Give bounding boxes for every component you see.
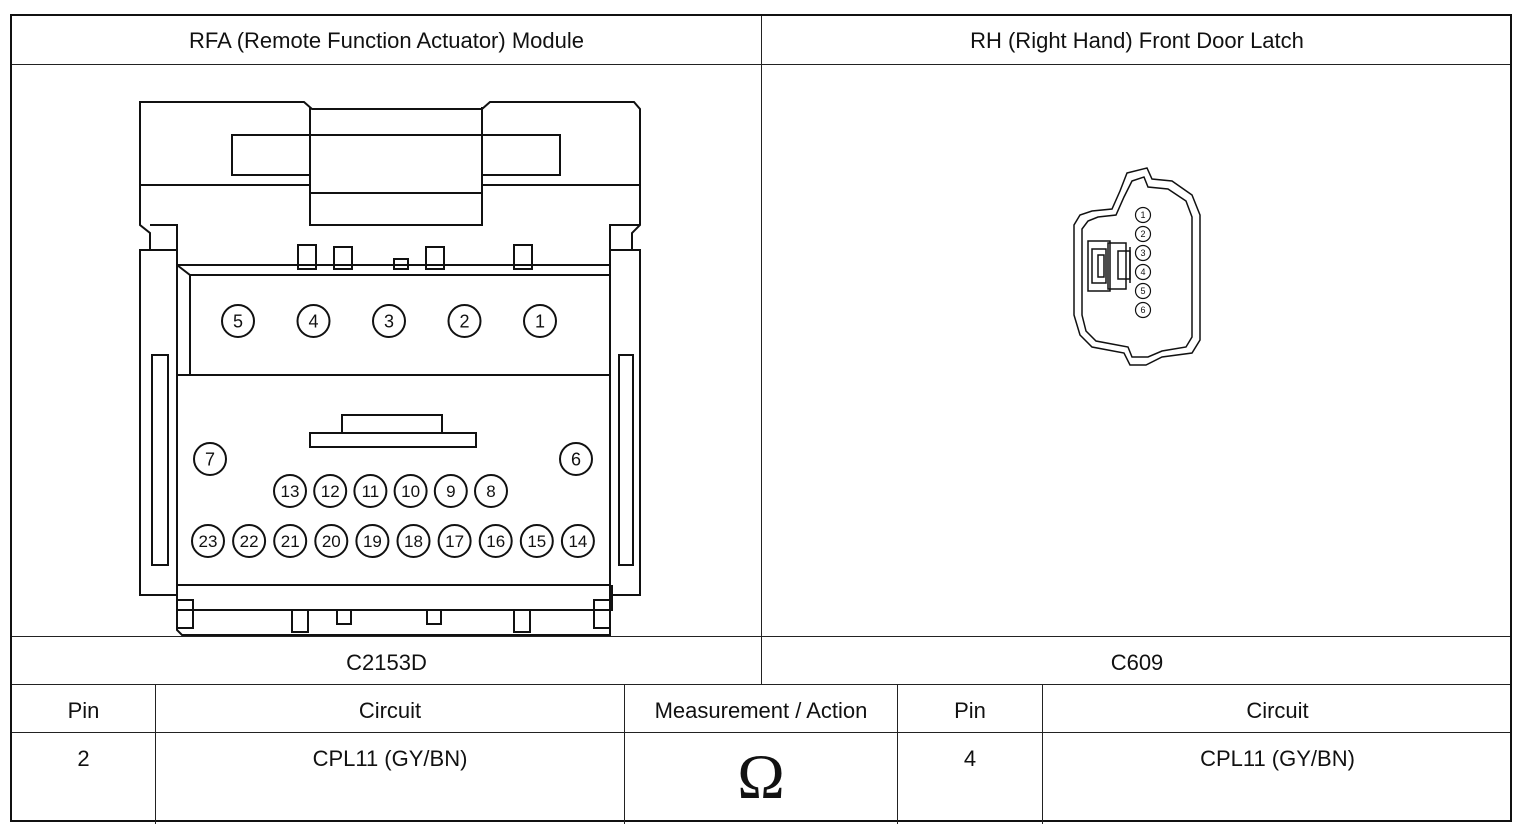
pin-header-left: Pin	[67, 698, 100, 723]
pin-16: 16	[478, 524, 513, 558]
pin-9: 9	[433, 474, 468, 508]
pin-label: 6	[1140, 305, 1145, 315]
pinout-sheet: RFA (Remote Function Actuator) Module RH…	[10, 14, 1512, 824]
pin-20: 20	[314, 524, 349, 558]
pin-value-right: 4	[963, 746, 977, 771]
divider	[624, 684, 625, 824]
pin-5: 5	[221, 304, 255, 338]
pin-15: 15	[519, 524, 554, 558]
divider	[761, 16, 762, 684]
pin-label: 23	[199, 532, 218, 551]
pin-label: 8	[486, 482, 495, 501]
divider	[12, 732, 1510, 733]
circuit-header-right: Circuit	[1246, 698, 1309, 723]
right-connector-id: C609	[1110, 650, 1164, 675]
pin-label: 4	[1140, 267, 1145, 277]
pin-label: 3	[1140, 248, 1145, 258]
pin-22: 22	[232, 524, 267, 558]
pin-2: 2	[447, 304, 482, 338]
pin-label: 6	[571, 449, 581, 469]
right-module-title: RH (Right Hand) Front Door Latch	[970, 28, 1304, 53]
pin-label: 7	[205, 449, 215, 469]
pin-10: 10	[393, 474, 428, 508]
pin-21: 21	[273, 524, 308, 558]
pin-6: 6	[559, 442, 593, 476]
pin-3: 3	[372, 304, 406, 338]
pin-1: 1	[1134, 206, 1152, 224]
ohm-icon: Ω	[737, 741, 785, 812]
circuit-value-left: CPL11 (GY/BN)	[312, 746, 468, 771]
pin-label: 14	[568, 532, 587, 551]
pin-label: 2	[1140, 229, 1145, 239]
pin-value-left: 2	[77, 746, 90, 771]
pin-label: 9	[446, 482, 455, 501]
pin-label: 1	[1140, 210, 1145, 220]
pin-label: 18	[404, 532, 423, 551]
divider	[12, 684, 1510, 685]
pin-12: 12	[313, 474, 348, 508]
pin-18: 18	[396, 524, 431, 558]
pin-23: 23	[191, 524, 225, 558]
c609-connector-diagram: 1 2 3 4 5 6	[1073, 167, 1201, 366]
pin-1: 1	[523, 304, 557, 338]
measurement-header: Measurement / Action	[654, 698, 868, 723]
pin-label: 17	[445, 532, 464, 551]
pin-label: 19	[363, 532, 382, 551]
pin-label: 12	[321, 482, 340, 501]
divider	[155, 684, 156, 824]
pin-8: 8	[474, 474, 508, 508]
pin-17: 17	[437, 524, 472, 558]
pin-label: 16	[486, 532, 505, 551]
pin-19: 19	[355, 524, 390, 558]
divider	[897, 684, 898, 824]
pin-label: 10	[401, 482, 420, 501]
pin-label: 4	[308, 311, 318, 331]
circuit-header-left: Circuit	[358, 698, 422, 723]
pin-label: 11	[362, 482, 380, 501]
pin-label: 15	[527, 532, 546, 551]
pin-14: 14	[560, 524, 595, 558]
divider	[1042, 684, 1043, 824]
pin-label: 5	[233, 311, 243, 331]
pin-11: 11	[353, 474, 388, 508]
pin-header-right: Pin	[954, 698, 986, 723]
pin-2: 2	[1134, 225, 1152, 243]
left-module-title: RFA (Remote Function Actuator) Module	[189, 28, 584, 53]
pin-label: 3	[384, 311, 394, 331]
pin-4: 4	[296, 304, 331, 338]
pin-label: 21	[281, 532, 300, 551]
pin-6: 6	[1134, 301, 1152, 319]
pin-label: 2	[459, 311, 469, 331]
pin-3: 3	[1134, 244, 1152, 262]
pin-5: 5	[1134, 282, 1152, 300]
pin-label: 20	[322, 532, 341, 551]
pin-label: 22	[240, 532, 259, 551]
left-connector-id: C2153D	[346, 650, 427, 675]
pin-label: 13	[281, 482, 300, 501]
pin-label: 1	[535, 311, 545, 331]
circuit-value-right: CPL11 (GY/BN)	[1200, 746, 1355, 771]
pin-13: 13	[273, 474, 307, 508]
pin-4: 4	[1134, 263, 1152, 281]
pin-7: 7	[193, 442, 227, 476]
pin-label: 5	[1140, 286, 1145, 296]
